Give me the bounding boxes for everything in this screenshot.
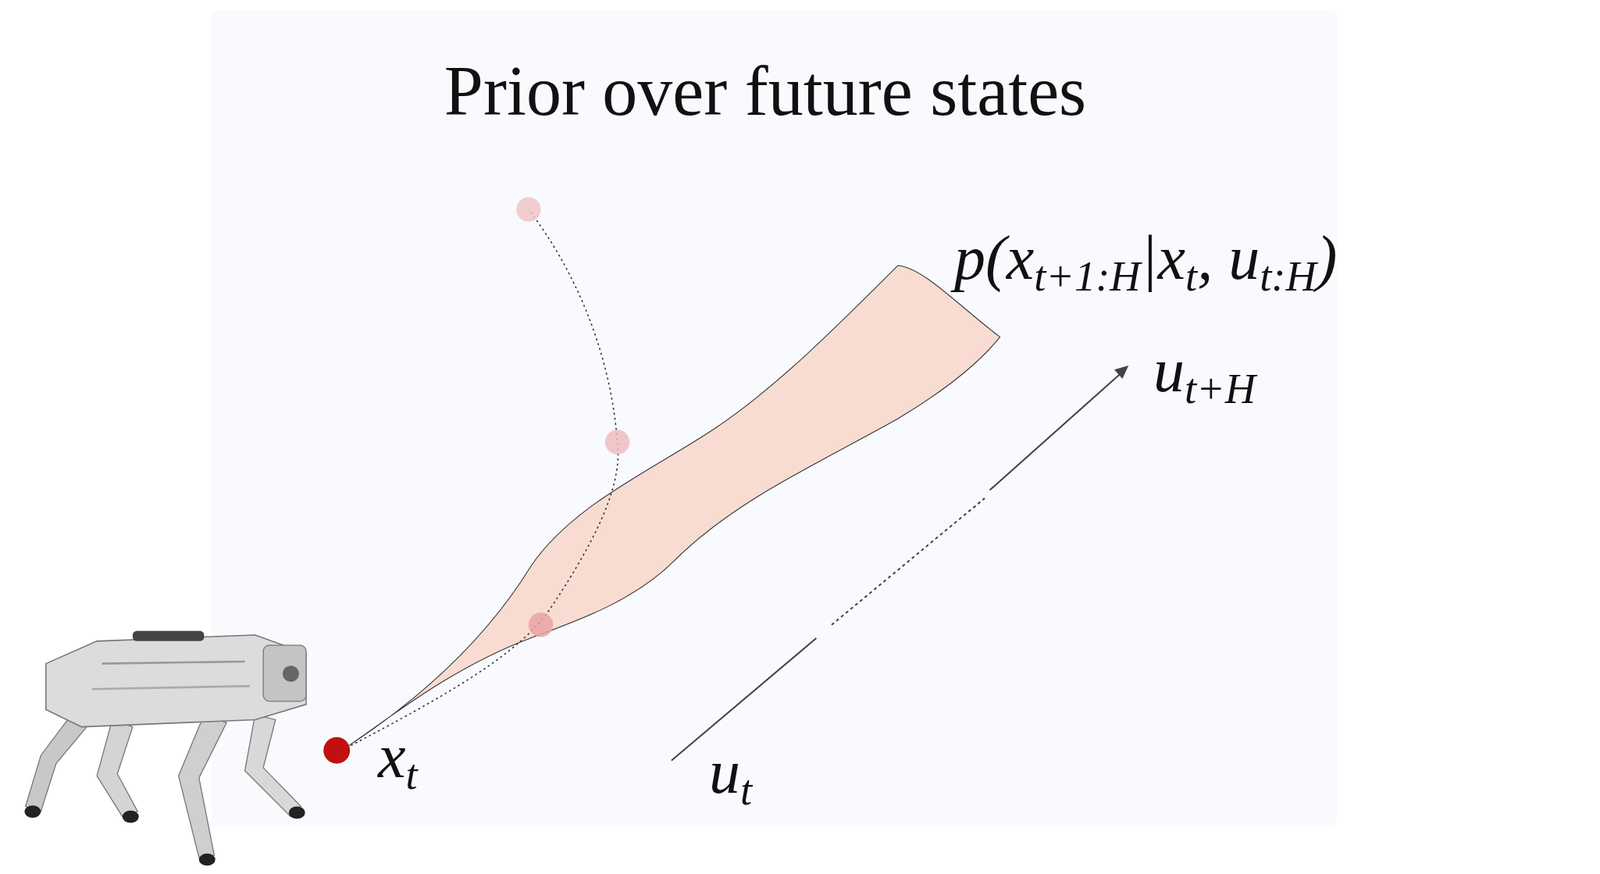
- subscript: t+1:H: [1033, 253, 1141, 300]
- math-symbol: |x: [1140, 223, 1187, 293]
- math-symbol: u: [1153, 335, 1185, 405]
- sample-state: [528, 612, 553, 637]
- sample-state: [605, 429, 630, 454]
- subscript: t: [740, 766, 752, 814]
- subscript: t: [406, 751, 418, 799]
- action-label: ut: [709, 740, 752, 813]
- action-label: ut+H: [1153, 338, 1256, 411]
- prior-band: [342, 265, 1001, 751]
- math-symbol: p(x: [954, 223, 1034, 293]
- math-symbol: x: [377, 721, 407, 791]
- subscript: t: [1185, 253, 1198, 300]
- background-panel: [210, 10, 1337, 827]
- action-axis: [831, 498, 985, 625]
- title: Prior over future states: [444, 56, 1087, 127]
- robot-dog: [24, 630, 307, 866]
- sample-state: [516, 196, 541, 221]
- subscript: t:H: [1259, 253, 1317, 300]
- state-label: xt: [377, 724, 418, 797]
- action-axis: [990, 373, 1121, 490]
- subscript: t+H: [1184, 365, 1256, 413]
- math-symbol: u: [709, 737, 741, 806]
- action-axis: [671, 637, 817, 761]
- sample-trajectory: [342, 209, 619, 751]
- math-symbol: ): [1316, 223, 1338, 293]
- arrowhead: [1114, 365, 1129, 379]
- prior-formula: p(xt+1:H|xt, ut:H): [954, 226, 1337, 299]
- current-state: [323, 737, 350, 764]
- math-symbol: , u: [1197, 223, 1260, 293]
